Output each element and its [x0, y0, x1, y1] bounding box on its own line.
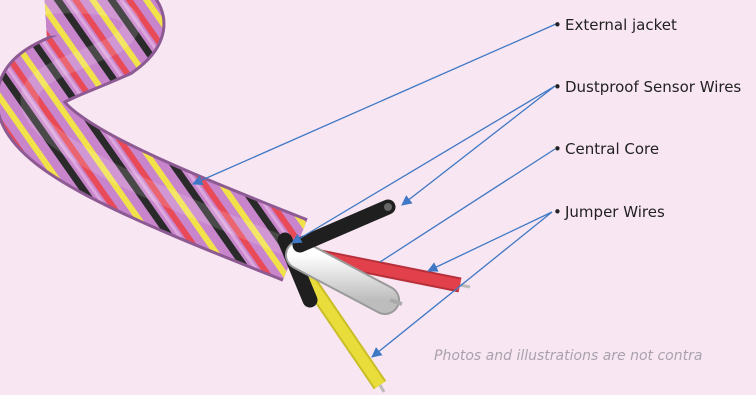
label-central-core: Central Core	[565, 140, 659, 158]
label-external-jacket: External jacket	[565, 16, 677, 34]
disclaimer-text: Photos and illustrations are not contra	[434, 348, 702, 364]
leader-dustproof-1	[401, 85, 556, 206]
label-jumper-wires: Jumper Wires	[564, 203, 665, 221]
bullet-external-jacket: •	[553, 16, 562, 34]
leader-central-core	[379, 148, 556, 263]
leader-lines	[192, 23, 557, 358]
leader-external-jacket	[192, 23, 557, 185]
leader-jumper-2	[371, 211, 553, 358]
labels: • External jacket • Dustproof Sensor Wir…	[434, 16, 741, 364]
leader-jumper-1	[427, 211, 553, 272]
bullet-jumper-wires: •	[553, 203, 562, 221]
cable-jacket	[0, 0, 308, 282]
leader-dustproof-2	[291, 85, 556, 244]
bullet-dustproof-sensor-wires: •	[553, 78, 562, 96]
inner-wires	[277, 199, 471, 393]
bullet-central-core: •	[553, 140, 562, 158]
label-dustproof-sensor-wires: Dustproof Sensor Wires	[565, 78, 741, 96]
